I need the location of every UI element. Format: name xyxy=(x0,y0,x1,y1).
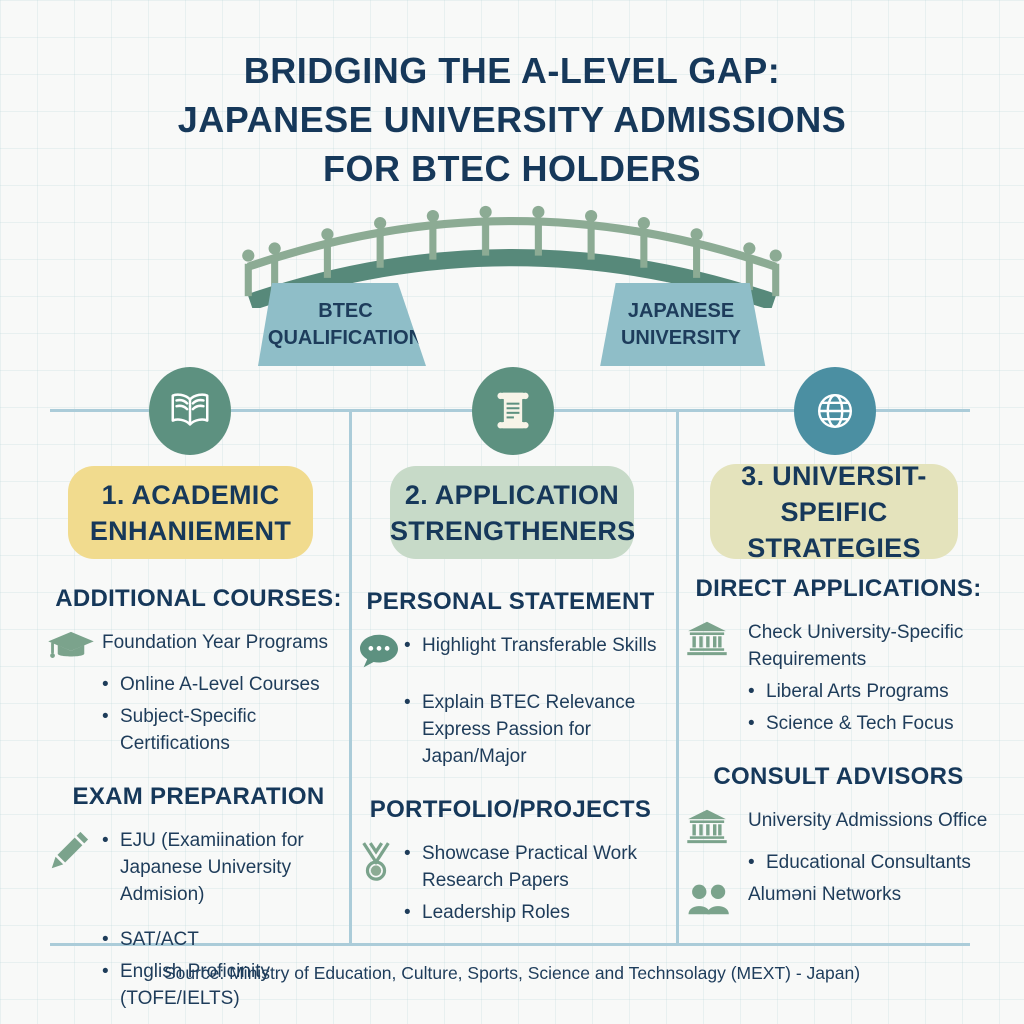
btec-pillar-line-1: BTEC xyxy=(318,299,373,322)
source-note: Source: Ministry of Education, Culture, … xyxy=(163,963,861,983)
list-item: Showcase Practical Work Research Papers xyxy=(358,840,663,894)
bullet-dot xyxy=(404,632,422,659)
list-item-text: Explain BTEC Relevance Express Passion f… xyxy=(422,692,636,767)
column2-content: PERSONAL STATEMENT Highlight Transferabl… xyxy=(358,588,663,931)
section-heading: ADDITIONAL COURSES: xyxy=(55,585,342,612)
bridge-posts xyxy=(242,205,782,297)
column1-header: 1. ACADEMIC ENHANIEMENT xyxy=(68,466,313,559)
list-item: Online A-Level Courses xyxy=(46,671,351,698)
list-item-text: English Proficinity (TOFE/IELTS) xyxy=(120,961,270,1009)
section-heading: PERSONAL STATEMENT xyxy=(366,588,655,615)
bullet-dot xyxy=(404,840,422,867)
list-item-text: Aluməni Networks xyxy=(748,884,902,905)
bullet-dot xyxy=(102,703,120,730)
bullet-dot xyxy=(748,678,766,705)
list-item: English Proficinity (TOFE/IELTS) xyxy=(46,958,351,1012)
column3-header-line-2: STRATEGIES xyxy=(747,532,921,563)
divider-vertical-right xyxy=(676,409,679,946)
list-item-text: Liberal Arts Programs xyxy=(766,681,949,702)
column3-header: 3. UNIVERSIT-SPEIFIC STRATEGIES xyxy=(710,461,958,563)
scroll-icon xyxy=(472,367,554,455)
list-item: EJU (Examiination for Japanese Universit… xyxy=(46,827,351,908)
list-item: SAT/ACT xyxy=(46,926,351,953)
graduation-cap-icon xyxy=(46,629,102,666)
bullet-dot xyxy=(102,671,120,698)
bank-icon xyxy=(686,619,748,656)
list-item-text: Check University-Specific Requirements xyxy=(748,622,964,670)
list-item-text: EJU (Examiination for Japanese Universit… xyxy=(120,830,304,905)
list-item: Aluməni Networks xyxy=(686,881,991,916)
btec-pillar: BTEC QUALIFICATION xyxy=(258,283,426,366)
bullet-dot xyxy=(748,849,766,876)
list-item-text: SAT/ACT xyxy=(120,929,199,950)
list-item-text: Leadership Roles xyxy=(422,902,570,923)
list-item-text: Highlight Transferable Skills xyxy=(422,635,657,656)
list-item-text: Foundation Year Programs xyxy=(102,632,329,653)
list-item-text: University Admissions Office xyxy=(748,810,988,831)
column1-header-line-2: ENHANIEMENT xyxy=(89,515,292,546)
bridge-illustration xyxy=(242,205,782,308)
pencil-icon xyxy=(46,827,102,874)
title-line-3: FOR BTEC HOLDERS xyxy=(322,148,701,189)
column3-header-line-1: 3. UNIVERSIT-SPEIFIC xyxy=(741,460,927,527)
university-pillar-line-1: JAPANESE xyxy=(627,299,735,322)
bullet-dot xyxy=(102,827,120,854)
bullet-dot xyxy=(748,710,766,737)
section-heading: PORTFOLIO/PROJECTS xyxy=(369,796,652,823)
list-item: Science & Tech Focus xyxy=(686,710,991,737)
bridge-railing xyxy=(246,217,778,271)
list-item: Liberal Arts Programs xyxy=(686,678,991,705)
btec-pillar-line-2: QUALIFICATION xyxy=(267,326,424,349)
section-heading: CONSULT ADVISORS xyxy=(713,763,964,790)
list-item: Check University-Specific Requirements xyxy=(686,619,991,673)
list-item: Leadership Roles xyxy=(358,899,663,926)
university-pillar-line-2: UNIVERSITY xyxy=(620,326,742,349)
title-line-2: JAPANESE UNIVERSITY ADMISSIONS xyxy=(177,99,847,140)
page-title: BRIDGING THE A-LEVEL GAP: JAPANESE UNIVE… xyxy=(0,46,1024,193)
list-item-text: Science & Tech Focus xyxy=(766,713,954,734)
people-icon xyxy=(686,881,748,916)
section-heading: DIRECT APPLICATIONS: xyxy=(695,575,982,602)
divider-horizontal-bottom xyxy=(50,943,970,946)
list-item: University Admissions Office xyxy=(686,807,991,844)
list-item: Explain BTEC Relevance Express Passion f… xyxy=(358,689,663,770)
university-pillar: JAPANESE UNIVERSITY xyxy=(600,283,766,366)
list-item: Subject-Specific Certifications xyxy=(46,703,351,757)
list-item-text: Subject-Specific Certifications xyxy=(120,706,257,754)
divider-vertical-left xyxy=(349,409,352,946)
list-item-text: Online A-Level Courses xyxy=(120,674,320,695)
column1-content: ADDITIONAL COURSES: Foundation Year Prog… xyxy=(46,585,351,1017)
column2-header: 2. APPLICATION STRENGTHENERS xyxy=(390,466,636,559)
bullet-dot xyxy=(404,899,422,926)
list-item: Foundation Year Programs xyxy=(46,629,351,666)
title-line-1: BRIDGING THE A-LEVEL GAP: xyxy=(243,50,781,91)
list-item-text: Showcase Practical Work Research Papers xyxy=(422,843,638,891)
column1-header-line-1: 1. ACADEMIC xyxy=(101,479,280,510)
medal-icon xyxy=(358,840,404,887)
globe-icon xyxy=(794,367,876,455)
list-item-text: Educational Consultants xyxy=(766,852,971,873)
column2-header-line-2: STRENGTHENERS xyxy=(390,515,636,546)
speech-bubble-icon xyxy=(358,632,404,671)
column3-content: DIRECT APPLICATIONS: Check University-Sp… xyxy=(686,575,991,921)
bridge-deck xyxy=(247,249,777,308)
bullet-dot xyxy=(404,689,422,716)
open-book-icon xyxy=(149,367,231,455)
list-item: Highlight Transferable Skills xyxy=(358,632,663,671)
list-item: Educational Consultants xyxy=(686,849,991,876)
bank-icon xyxy=(686,807,748,844)
column2-header-line-1: 2. APPLICATION xyxy=(404,479,620,510)
bullet-dot xyxy=(102,926,120,953)
section-heading: EXAM PREPARATION xyxy=(72,783,325,810)
